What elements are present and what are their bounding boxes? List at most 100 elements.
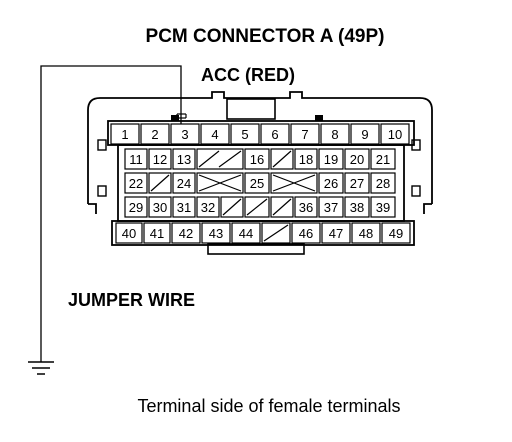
connector-housing: [87, 91, 433, 255]
terminal-37: 37: [324, 200, 338, 215]
terminal-26-box: [318, 172, 344, 194]
blank-slash: [218, 150, 242, 168]
terminal-7: 7: [301, 127, 308, 142]
terminal-38-box: [344, 196, 370, 218]
blank-slash: [198, 150, 220, 168]
terminal-2: 2: [151, 127, 158, 142]
terminal-41-box: [143, 222, 171, 244]
terminal-6-box: [260, 123, 290, 145]
blank-slash: [272, 198, 292, 216]
jumper-wire-label: JUMPER WIRE: [68, 290, 195, 310]
terminal-13-box: [172, 148, 196, 170]
terminal-29-box: [124, 196, 148, 218]
blank-slash: [272, 150, 292, 168]
terminal-49: 49: [389, 226, 403, 241]
terminal-31: 31: [177, 200, 191, 215]
ground-symbol-icon: [28, 361, 54, 375]
terminal-44-box: [231, 222, 261, 244]
terminal-44: 44: [239, 226, 253, 241]
terminal-26: 26: [324, 176, 338, 191]
jumper-wire: [40, 65, 182, 362]
terminal-40: 40: [122, 226, 136, 241]
terminal-43: 43: [209, 226, 223, 241]
blank-x: [198, 174, 242, 192]
terminal-43-box: [201, 222, 231, 244]
terminal-36: 36: [299, 200, 313, 215]
terminal-10: 10: [388, 127, 402, 142]
terminal-block: [107, 120, 415, 246]
terminal-19: 19: [324, 152, 338, 167]
blank-slash: [222, 198, 242, 216]
blank-r3a-box: [148, 172, 172, 194]
terminal-39: 39: [376, 200, 390, 215]
terminal-32-box: [196, 196, 220, 218]
terminal-32: 32: [201, 200, 215, 215]
caption: Terminal side of female terminals: [137, 396, 400, 416]
terminal-46: 46: [299, 226, 313, 241]
terminal-12: 12: [153, 152, 167, 167]
terminal-42-box: [171, 222, 201, 244]
blank-r4a-box: [220, 196, 244, 218]
terminal-2-box: [140, 123, 170, 145]
terminal-22: 22: [129, 176, 143, 191]
terminal-31-box: [172, 196, 196, 218]
terminal-27-box: [344, 172, 370, 194]
terminal-21: 21: [376, 152, 390, 167]
terminal-48: 48: [359, 226, 373, 241]
terminal-46-box: [291, 222, 321, 244]
terminal-8-box: [320, 123, 350, 145]
terminal-21-box: [370, 148, 396, 170]
terminal-42: 42: [179, 226, 193, 241]
terminal-10-box: [380, 123, 410, 145]
blank-r4b-box: [244, 196, 270, 218]
terminal-12-box: [148, 148, 172, 170]
terminal-41: 41: [150, 226, 164, 241]
terminal-25-box: [244, 172, 270, 194]
terminal-39-box: [370, 196, 396, 218]
terminal-47: 47: [329, 226, 343, 241]
terminal-9-box: [350, 123, 380, 145]
blank-slash: [246, 198, 268, 216]
terminal-28-box: [370, 172, 396, 194]
blank-slash: [150, 174, 170, 192]
terminal-38: 38: [350, 200, 364, 215]
terminal-16: 16: [250, 152, 264, 167]
terminal-30: 30: [153, 200, 167, 215]
terminal-7-box: [290, 123, 320, 145]
terminal-1: 1: [121, 127, 128, 142]
terminal-30-box: [148, 196, 172, 218]
terminal-6: 6: [271, 127, 278, 142]
blank-r2b-box: [270, 148, 294, 170]
blank-r5a-box: [261, 222, 291, 244]
terminal-8: 8: [331, 127, 338, 142]
terminal-22-box: [124, 172, 148, 194]
terminal-4-box: [200, 123, 230, 145]
terminal-18: 18: [299, 152, 313, 167]
terminal-1-box: [110, 123, 140, 145]
terminal-25: 25: [250, 176, 264, 191]
blank-x: [272, 174, 316, 192]
terminal-13: 13: [177, 152, 191, 167]
terminal-3: 3: [181, 127, 188, 142]
terminal-4: 4: [211, 127, 218, 142]
terminal-48-box: [351, 222, 381, 244]
terminal-37-box: [318, 196, 344, 218]
terminal-3-box: [170, 123, 200, 145]
terminal-28: 28: [376, 176, 390, 191]
terminal-9: 9: [361, 127, 368, 142]
terminal-20: 20: [350, 152, 364, 167]
terminal-24-box: [172, 172, 196, 194]
terminal-11: 11: [129, 152, 143, 167]
terminal-29: 29: [129, 200, 143, 215]
blank-r3c-box: [270, 172, 318, 194]
blank-r4c-box: [270, 196, 294, 218]
terminal-16-box: [244, 148, 270, 170]
terminal-47-box: [321, 222, 351, 244]
terminal-40-box: [115, 222, 143, 244]
terminal-49-box: [381, 222, 411, 244]
terminal-5-box: [230, 123, 260, 145]
terminal-18-box: [294, 148, 318, 170]
blank-r2a-box: [196, 148, 244, 170]
